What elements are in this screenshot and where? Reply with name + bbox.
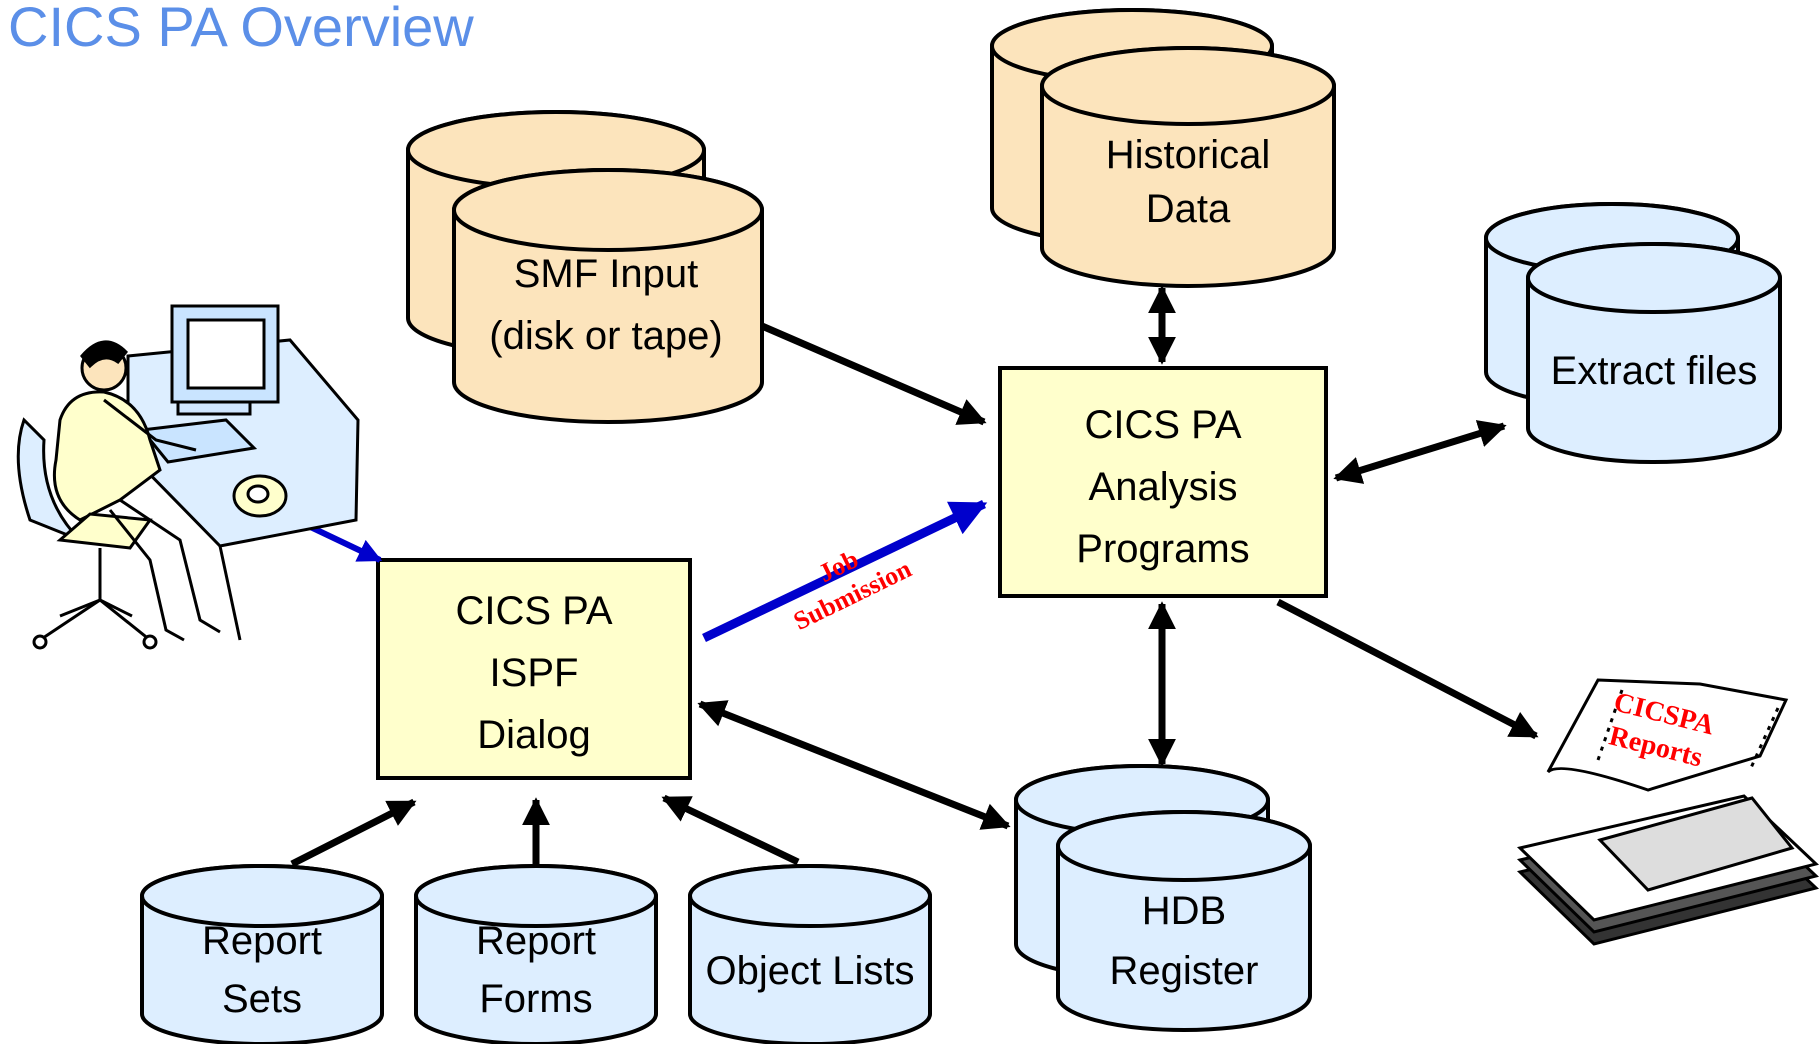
ispf-dialog-label-3: Dialog [477, 713, 590, 757]
analysis-programs-label-3: Programs [1076, 527, 1249, 571]
report-sets-sublabel: Sets [222, 977, 302, 1021]
arrow-analysis-reports [1276, 598, 1539, 740]
hdb-register-cylinder: HDB Register [1014, 764, 1312, 1032]
report-sets-cylinder: Report Sets [140, 864, 384, 1044]
analysis-programs-label-2: Analysis [1089, 465, 1238, 509]
ispf-dialog-label-1: CICS PA [455, 589, 612, 633]
historical-data-label: Historical [1106, 133, 1270, 177]
report-forms-cylinder: Report Forms [414, 864, 658, 1044]
analysis-programs-label-1: CICS PA [1084, 403, 1241, 447]
extract-files-cylinder: Extract files [1484, 202, 1782, 464]
printer-output-icon: CICSPA Reports [1516, 678, 1820, 946]
ispf-dialog-label-2: ISPF [490, 651, 579, 695]
hdb-register-label: HDB [1142, 889, 1226, 933]
smf-input-cylinder: SMF Input (disk or tape) [406, 110, 764, 424]
object-lists-cylinder: Object Lists [688, 864, 932, 1044]
flow-arrows [290, 285, 1539, 868]
arrow-ispf-hdb [697, 700, 1011, 830]
arrow-analysis-extract [1333, 420, 1507, 484]
user-at-computer-icon [16, 304, 360, 650]
arrow-objectlists-ispf [661, 794, 800, 866]
extract-files-label: Extract files [1551, 349, 1758, 393]
analysis-programs-box: CICS PA Analysis Programs [998, 366, 1328, 598]
arrow-job-submission [702, 499, 988, 643]
report-sets-label: Report [202, 919, 322, 963]
object-lists-label: Object Lists [706, 949, 915, 993]
ispf-dialog-box: CICS PA ISPF Dialog [376, 558, 692, 780]
diagram-title: CICS PA Overview [8, 0, 474, 58]
hdb-register-sublabel: Register [1110, 949, 1259, 993]
smf-input-sublabel: (disk or tape) [489, 314, 722, 358]
report-forms-label: Report [476, 919, 596, 963]
historical-data-sublabel: Data [1146, 187, 1231, 231]
historical-data-cylinder: Historical Data [990, 8, 1336, 288]
arrow-reportsets-ispf [290, 798, 417, 868]
report-forms-sublabel: Forms [479, 977, 592, 1021]
arrow-smf-to-analysis [760, 322, 987, 426]
smf-input-label: SMF Input [514, 252, 699, 296]
